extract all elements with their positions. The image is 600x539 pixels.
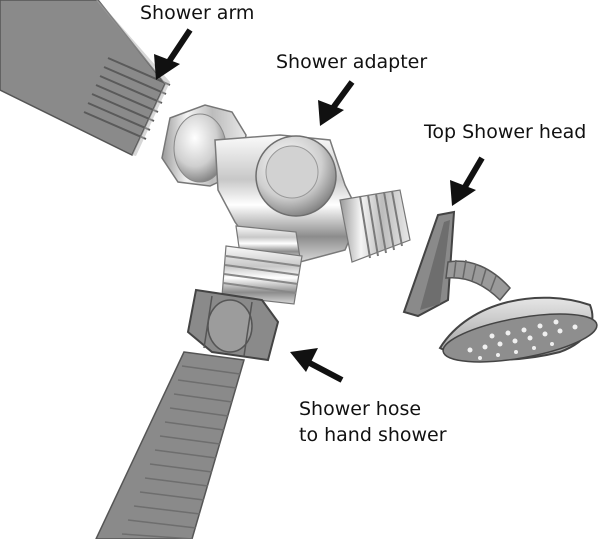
label-top-shower-head: Top Shower head <box>424 121 587 143</box>
top-shower-head <box>402 210 598 363</box>
label-shower-hose-line2: to hand shower <box>299 424 447 446</box>
arrow-to-shower-hose <box>290 348 344 383</box>
shower-hose-ribs <box>121 365 241 539</box>
label-shower-hose: Shower hose to hand shower <box>299 396 447 448</box>
shower-arm <box>0 0 171 157</box>
adapter-right-threads <box>339 189 411 263</box>
shower-adapter <box>161 104 411 305</box>
label-shower-hose-line1: Shower hose <box>299 398 422 420</box>
shower-arm-threads <box>83 57 171 140</box>
arrow-to-shower-adapter <box>318 80 355 126</box>
arrow-to-top-shower-head <box>450 156 485 206</box>
shower-hose <box>95 288 280 539</box>
adapter-bottom-threads <box>221 245 303 305</box>
label-shower-adapter: Shower adapter <box>276 51 428 73</box>
arrow-to-shower-arm <box>154 28 193 80</box>
label-shower-arm: Shower arm <box>140 2 255 24</box>
nozzle-holes <box>467 319 578 360</box>
